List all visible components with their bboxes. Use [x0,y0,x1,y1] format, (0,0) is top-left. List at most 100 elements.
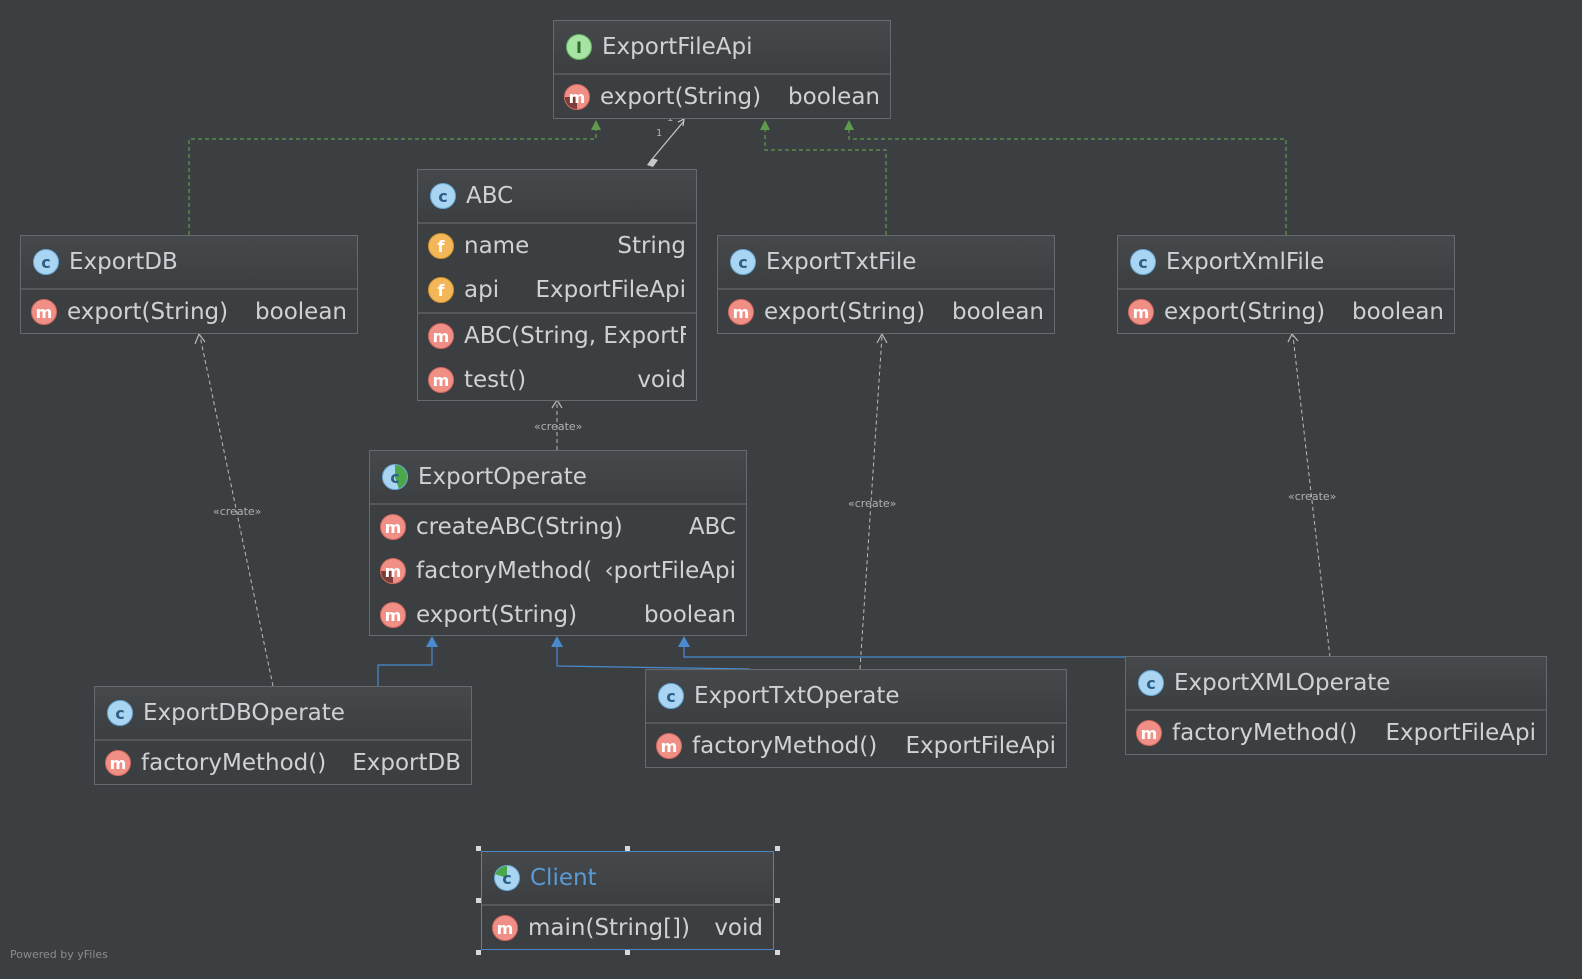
member-type: ExportFileApi [535,277,687,303]
method-icon: m [428,367,454,393]
create-label: «create» [534,420,583,433]
member-name: createABC(String) [416,514,623,540]
member-name: factoryMethod() [1172,720,1358,746]
member-type: String [617,233,686,259]
create-label: «create» [848,497,897,510]
class-node-exportoperate[interactable]: c ExportOperate m createABC(String) ABC … [369,450,747,636]
create-edge-dboperate-exportdb [199,335,274,687]
class-node-exportdb[interactable]: c ExportDB m export(String) boolean [20,235,358,334]
class-icon: c [1138,670,1164,696]
member-name: main(String[]) [528,915,690,941]
method-icon: m [728,299,754,325]
method-icon: m [1128,299,1154,325]
method-row[interactable]: m test() void [418,358,696,402]
node-header[interactable]: c Client [482,852,773,906]
member-name: factoryMethod() [416,558,595,584]
node-title: ExportTxtFile [766,249,917,275]
method-row[interactable]: m factoryMethod() ExportFileApi [1126,711,1546,755]
node-header[interactable]: c ExportXmlFile [1118,236,1454,290]
node-header[interactable]: c ExportTxtFile [718,236,1054,290]
field-icon: f [428,233,454,259]
method-row[interactable]: m main(String[]) void [482,906,773,950]
member-type: ExportFileApi [905,733,1057,759]
member-type: void [637,367,686,393]
member-name: name [464,233,530,259]
inheritance-arrowhead [551,636,563,647]
static-method-icon: m [492,915,518,941]
abstract-method-icon: m [564,84,590,110]
node-header[interactable]: c ExportXMLOperate [1126,657,1546,711]
inheritance-edges [377,645,1126,686]
field-row[interactable]: f api ExportFileApi [418,268,696,312]
method-icon: m [1136,720,1162,746]
node-header[interactable]: c ABC [418,170,696,224]
method-row[interactable]: m export(String) boolean [1118,290,1454,334]
method-row[interactable]: m factoryMethod() ‹portFileApi [370,549,746,593]
node-title: ExportFileApi [602,34,753,60]
node-title: ExportDBOperate [143,700,345,726]
member-type: ‹portFileApi [604,558,736,584]
node-title: ExportXmlFile [1166,249,1325,275]
node-header[interactable]: c ExportDB [21,236,357,290]
class-node-client[interactable]: c Client m main(String[]) void [481,851,774,950]
field-icon: f [428,277,454,303]
method-row[interactable]: m export(String) boolean [718,290,1054,334]
watermark: Powered by yFiles [10,948,108,961]
aggregation-diamond [647,158,658,167]
resize-handle[interactable] [476,950,481,955]
class-icon: c [33,249,59,275]
class-node-exportdboperate[interactable]: c ExportDBOperate m factoryMethod() Expo… [94,686,472,785]
class-node-exportxmlfile[interactable]: c ExportXmlFile m export(String) boolean [1117,235,1455,334]
node-header[interactable]: c ExportTxtOperate [646,670,1066,724]
member-name: export(String) [600,84,762,110]
realization-edges [188,128,1287,235]
method-icon: m [380,602,406,628]
class-node-abc[interactable]: c ABC f name String f api ExportFileApi … [417,169,697,401]
realization-arrowhead [591,120,601,130]
resize-handle[interactable] [476,846,481,851]
method-row[interactable]: m factoryMethod() ExportFileApi [646,724,1066,768]
method-row[interactable]: m export(String) boolean [21,290,357,334]
member-name: export(String) [67,299,229,325]
node-header[interactable]: c ExportOperate [370,451,746,505]
node-title: ExportTxtOperate [694,683,900,709]
realization-arrowhead [844,120,854,130]
node-header[interactable]: I ExportFileApi [554,21,890,75]
open-arrowhead [194,332,206,345]
resize-handle[interactable] [775,898,780,903]
node-title: Client [530,865,597,891]
method-row[interactable]: m export(String) boolean [370,593,746,637]
method-row[interactable]: m ABC(String, ExportFil [418,312,696,358]
member-type: ExportFileApi [1385,720,1537,746]
class-node-exportxmloperate[interactable]: c ExportXMLOperate m factoryMethod() Exp… [1125,656,1547,755]
class-node-exportfileapi[interactable]: I ExportFileApi m export(String) boolean [553,20,891,119]
node-title: ExportXMLOperate [1174,670,1391,696]
method-icon: m [428,323,454,349]
realization-arrowhead [760,120,770,130]
open-arrowhead [1287,332,1299,343]
resize-handle[interactable] [625,846,630,851]
class-node-exporttxtoperate[interactable]: c ExportTxtOperate m factoryMethod() Exp… [645,669,1067,768]
member-name: factoryMethod() [692,733,878,759]
node-header[interactable]: c ExportDBOperate [95,687,471,741]
open-arrowhead [876,332,888,344]
method-row[interactable]: m createABC(String) ABC [370,505,746,549]
class-icon: c [730,249,756,275]
class-icon: c [658,683,684,709]
resize-handle[interactable] [775,950,780,955]
method-row[interactable]: m factoryMethod() ExportDB [95,741,471,785]
member-name: ABC(String, ExportFil [464,323,686,349]
resize-handle[interactable] [625,950,630,955]
node-title: ABC [466,183,514,209]
field-row[interactable]: f name String [418,224,696,268]
create-dependency-edges [199,335,1331,687]
resize-handle[interactable] [775,846,780,851]
class-node-exporttxtfile[interactable]: c ExportTxtFile m export(String) boolean [717,235,1055,334]
member-name: export(String) [1164,299,1326,325]
method-row[interactable]: m export(String) boolean [554,75,890,119]
resize-handle[interactable] [476,898,481,903]
member-type: ExportDB [352,750,461,776]
method-icon: m [105,750,131,776]
create-edge-xmloperate-xmlfile [1292,335,1331,658]
inheritance-arrowhead [426,636,438,647]
